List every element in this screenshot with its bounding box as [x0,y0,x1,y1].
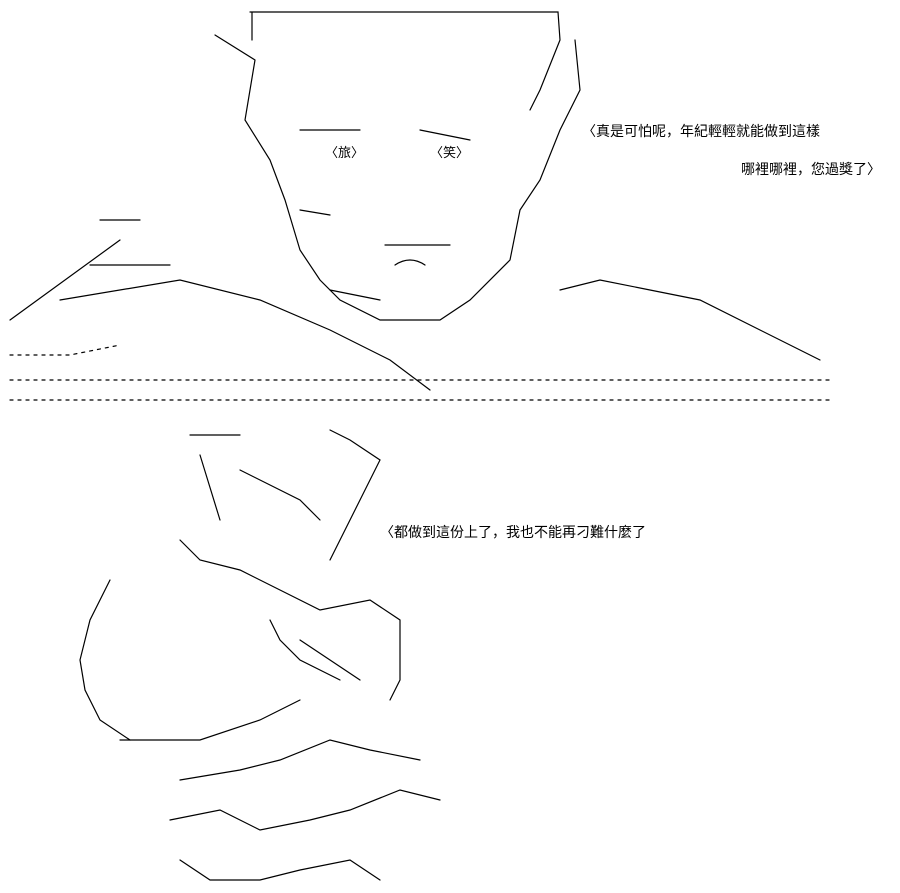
mouth [394,259,426,266]
hair-outline [249,11,561,111]
vest-lines [269,619,361,681]
feet [179,859,381,881]
table-lines [9,344,831,401]
dialogue-bottom-line-1: 〈都做到這份上了，我也不能再刁難什麼了 [380,525,646,541]
right-shoulder [559,279,821,361]
dialogue-top-line-1: 〈真是可怕呢，年紀輕輕就能做到這樣 [582,124,820,140]
arm-lower [119,699,301,741]
dialogue-top-line-2: 哪裡哪裡，您過獎了〉 [741,162,881,178]
legs-middle [169,789,441,831]
left-shoulder [9,239,431,391]
left-arm-outline [79,579,131,741]
right-eye-label: 〈笑〉 [430,145,469,161]
right-brow [419,129,471,141]
head-right [329,429,381,561]
collar-lines [299,209,381,301]
top-panel-eye-labels: 〈旅〉 〈笑〉 [325,145,469,161]
bottom-panel-art [79,429,441,881]
face-outline [214,34,581,321]
arm-lines [89,219,171,266]
hair-strands [189,434,321,521]
torso-outline [179,539,401,701]
legs-upper [179,739,421,781]
left-eye-label: 〈旅〉 [325,146,364,161]
top-panel-art [9,11,831,401]
